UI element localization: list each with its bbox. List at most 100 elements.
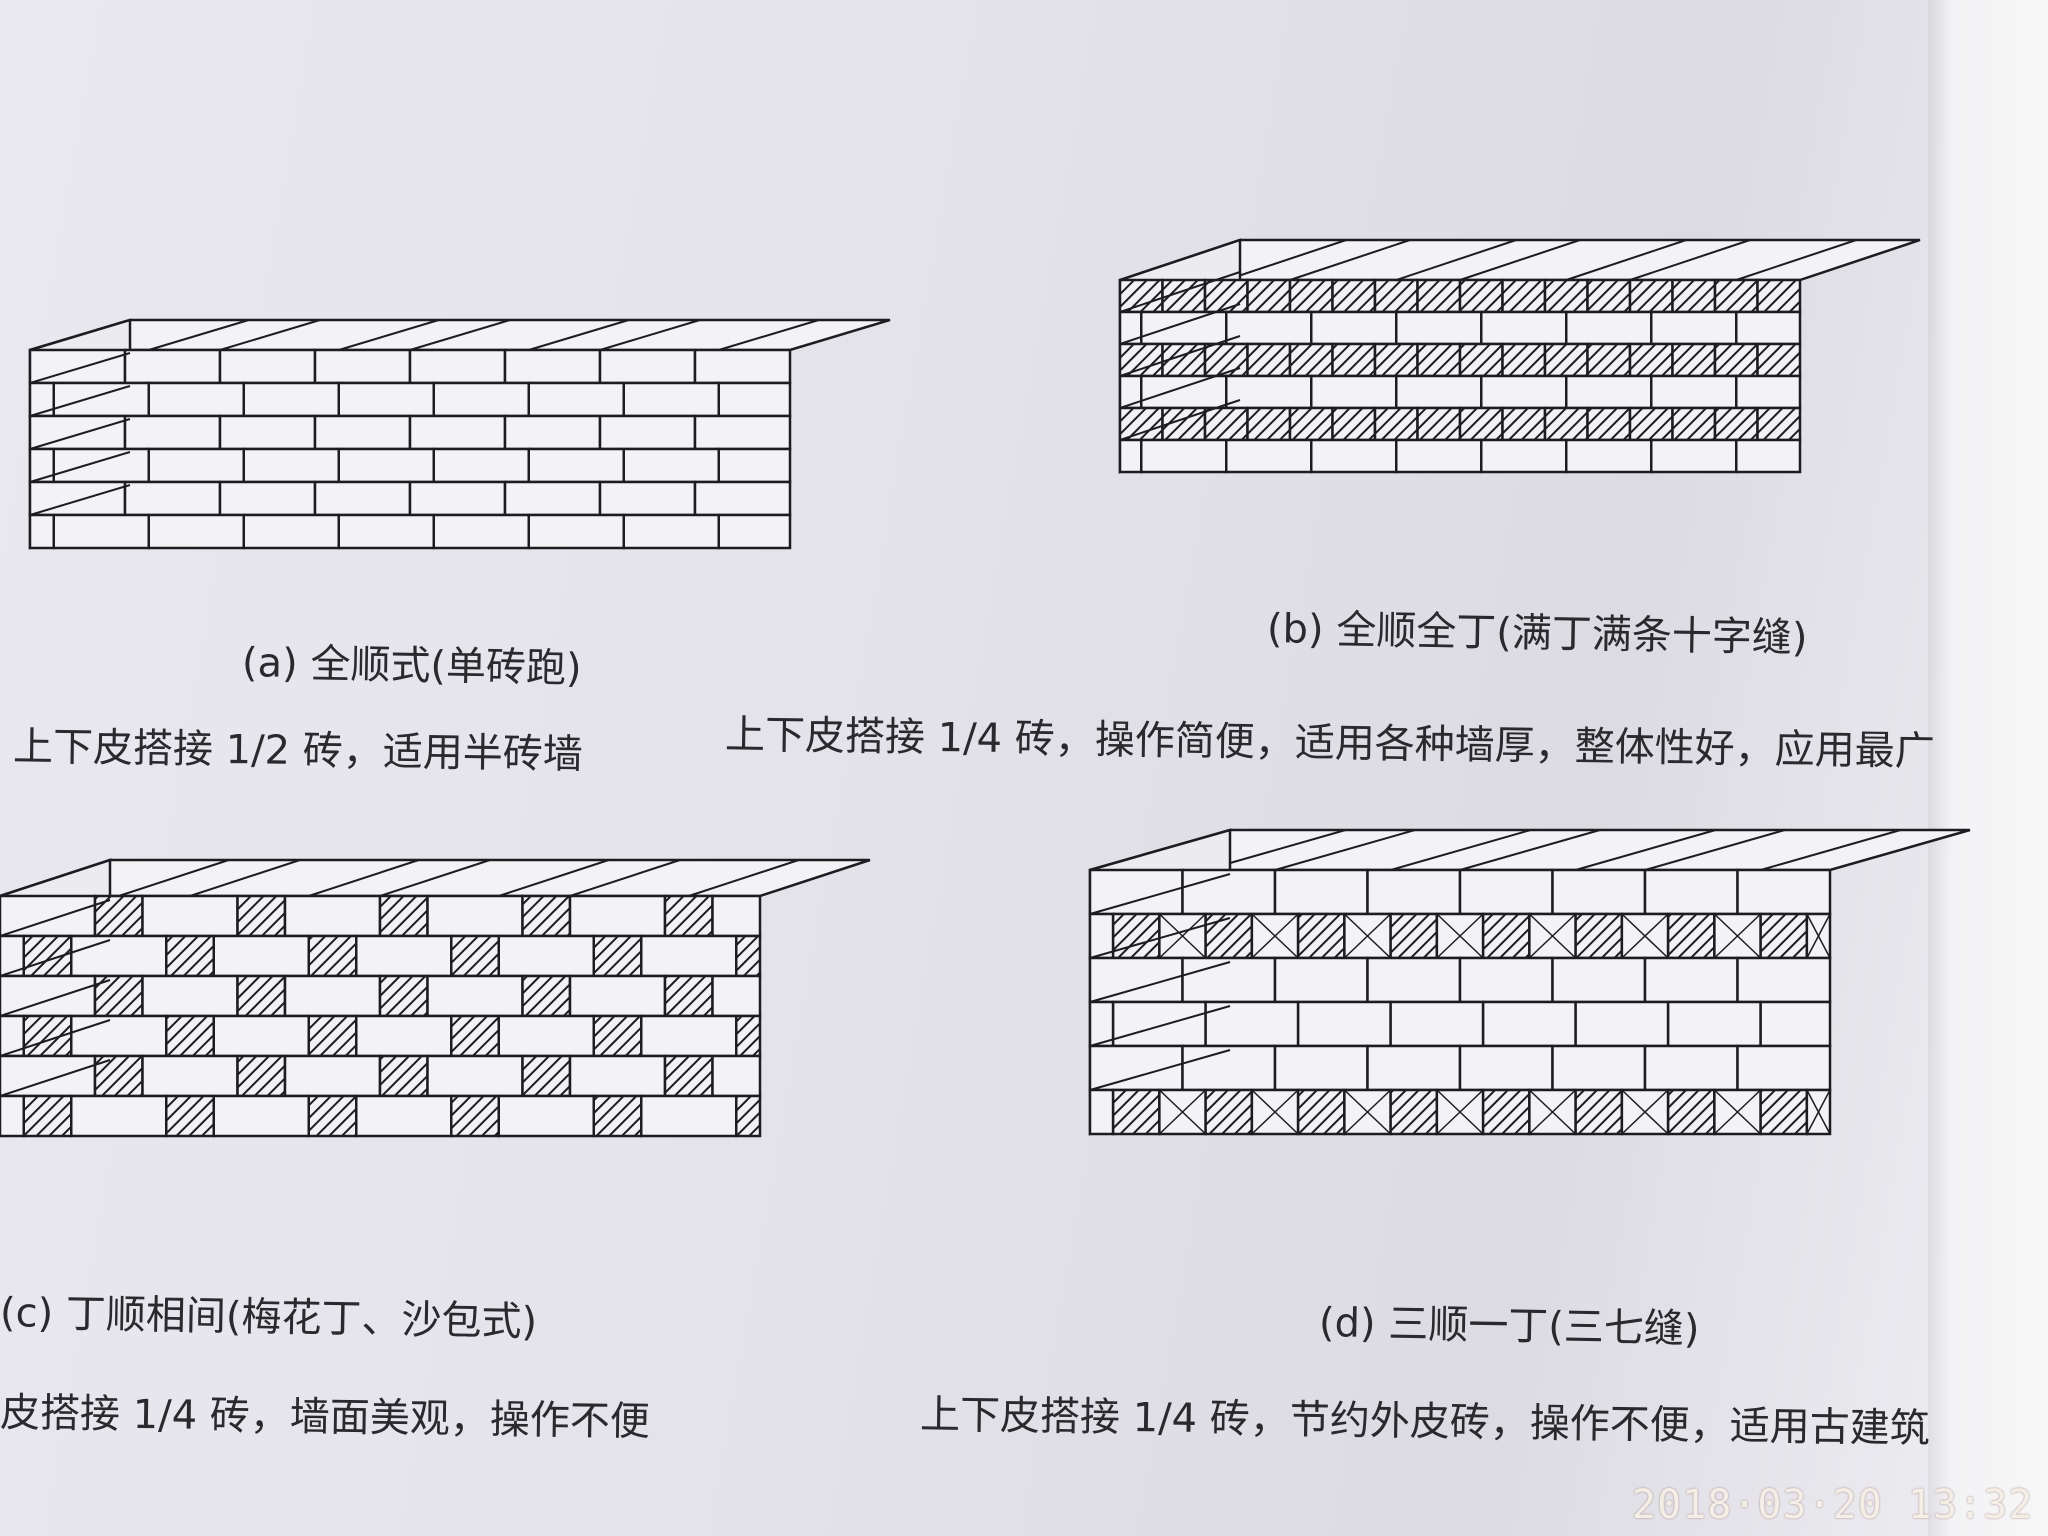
stretcher-brick: [1551, 1044, 1647, 1092]
stretcher-brick: [242, 513, 340, 550]
header-brick: [1118, 342, 1164, 378]
stretcher-brick: [242, 381, 340, 418]
header-brick: [1586, 278, 1632, 314]
end-joint: [1119, 335, 1241, 377]
stretcher-brick: [1225, 310, 1313, 346]
wall-c-flemish-bond: [0, 858, 871, 1138]
stretcher-brick: [1643, 956, 1739, 1004]
end-joint: [1119, 399, 1241, 441]
top-joint: [1565, 239, 1687, 281]
header-brick: [1481, 912, 1531, 960]
header-brick: [1671, 342, 1717, 378]
figure-d-caption: (d) 三顺一丁(三七缝): [1318, 1300, 1700, 1353]
header-brick: [1204, 1088, 1254, 1136]
end-joint: [0, 939, 111, 977]
stretcher-brick: [408, 348, 507, 385]
end-joint: [0, 899, 111, 937]
end-joint: [1119, 271, 1241, 313]
stretcher-brick: [1650, 310, 1738, 346]
stretcher-brick: [1481, 1000, 1577, 1048]
stretcher-brick: [408, 414, 507, 451]
header-brick: [236, 1054, 287, 1098]
figure-b-caption: (b) 全顺全丁(满丁满条十字缝): [1266, 606, 1808, 662]
header-brick: [1373, 406, 1419, 442]
header-brick: [735, 1094, 762, 1138]
header-brick: [1416, 342, 1462, 378]
header-brick: [1118, 406, 1164, 442]
stretcher-brick: [212, 1014, 310, 1058]
stretcher-brick: [1273, 956, 1369, 1004]
stretcher-brick: [70, 1014, 168, 1058]
stretcher-brick: [503, 348, 602, 385]
stretcher-brick: [432, 447, 530, 484]
wall-a-stretcher-bond: [28, 318, 891, 550]
stretcher-brick: [426, 1054, 524, 1098]
header-brick: [735, 1014, 762, 1058]
stretcher-brick: [337, 447, 435, 484]
end-joint: [29, 484, 131, 516]
stretcher-brick: [123, 480, 222, 517]
stretcher-brick: [432, 513, 530, 550]
stretcher-brick: [337, 381, 435, 418]
stretcher-brick: [147, 513, 245, 550]
stretcher-brick: [218, 348, 317, 385]
header-brick: [1458, 342, 1504, 378]
header-brick: [1203, 342, 1249, 378]
stretcher-brick: [1643, 868, 1739, 916]
stretcher-brick: [0, 974, 97, 1018]
header-brick: [1296, 912, 1346, 960]
top-joint: [599, 319, 701, 351]
header-brick: [236, 894, 287, 938]
header-brick: [378, 894, 429, 938]
brick-closer: [28, 513, 55, 550]
stretcher-brick: [693, 348, 792, 385]
top-joint: [1395, 239, 1517, 281]
header-brick: [378, 1054, 429, 1098]
cross-mark: [1621, 913, 1669, 959]
top-joint: [379, 859, 491, 897]
stretcher-brick: [52, 381, 150, 418]
stretcher-brick: [1458, 1044, 1554, 1092]
end-joint: [29, 319, 131, 351]
stretcher-brick: [527, 381, 625, 418]
end-joint: [1089, 1005, 1231, 1047]
stretcher-brick: [426, 974, 524, 1018]
stretcher-brick: [1111, 1000, 1207, 1048]
stretcher-brick: [1480, 310, 1568, 346]
stretcher-brick: [1565, 310, 1653, 346]
stretcher-brick: [141, 1054, 239, 1098]
stretcher-brick: [70, 934, 168, 978]
figure-a-caption: (a) 全顺式(单砖跑): [241, 640, 583, 692]
stretcher-brick: [52, 513, 150, 550]
top-joint: [409, 319, 511, 351]
stretcher-brick: [527, 513, 625, 550]
top-joint: [1735, 239, 1857, 281]
header-brick: [1416, 406, 1462, 442]
stretcher-brick: [717, 381, 792, 418]
header-brick: [165, 1094, 215, 1138]
header-brick: [1586, 406, 1632, 442]
header-brick: [1756, 278, 1802, 314]
stretcher-brick: [1366, 956, 1462, 1004]
header-brick: [521, 894, 572, 938]
stretcher-brick: [28, 414, 127, 451]
cross-mark: [1158, 913, 1207, 959]
header-brick: [1288, 278, 1334, 314]
header-brick: [1501, 278, 1547, 314]
stretcher-brick: [598, 480, 697, 517]
stretcher-brick: [283, 974, 382, 1018]
header-brick: [1481, 1088, 1531, 1136]
stretcher-brick: [1310, 438, 1398, 474]
header-brick: [1543, 278, 1589, 314]
cross-mark: [1806, 913, 1831, 959]
stretcher-brick: [1736, 868, 1832, 916]
header-brick: [1458, 278, 1504, 314]
top-joint: [569, 859, 681, 897]
stretcher-brick: [123, 414, 222, 451]
stretcher-brick: [598, 414, 697, 451]
stretcher-brick: [1389, 1000, 1485, 1048]
stretcher-brick: [527, 447, 625, 484]
stretcher-brick: [1551, 956, 1647, 1004]
header-brick: [1586, 342, 1632, 378]
figure-a-description: 上下皮搭接 1/2 砖，适用半砖墙: [12, 724, 584, 778]
